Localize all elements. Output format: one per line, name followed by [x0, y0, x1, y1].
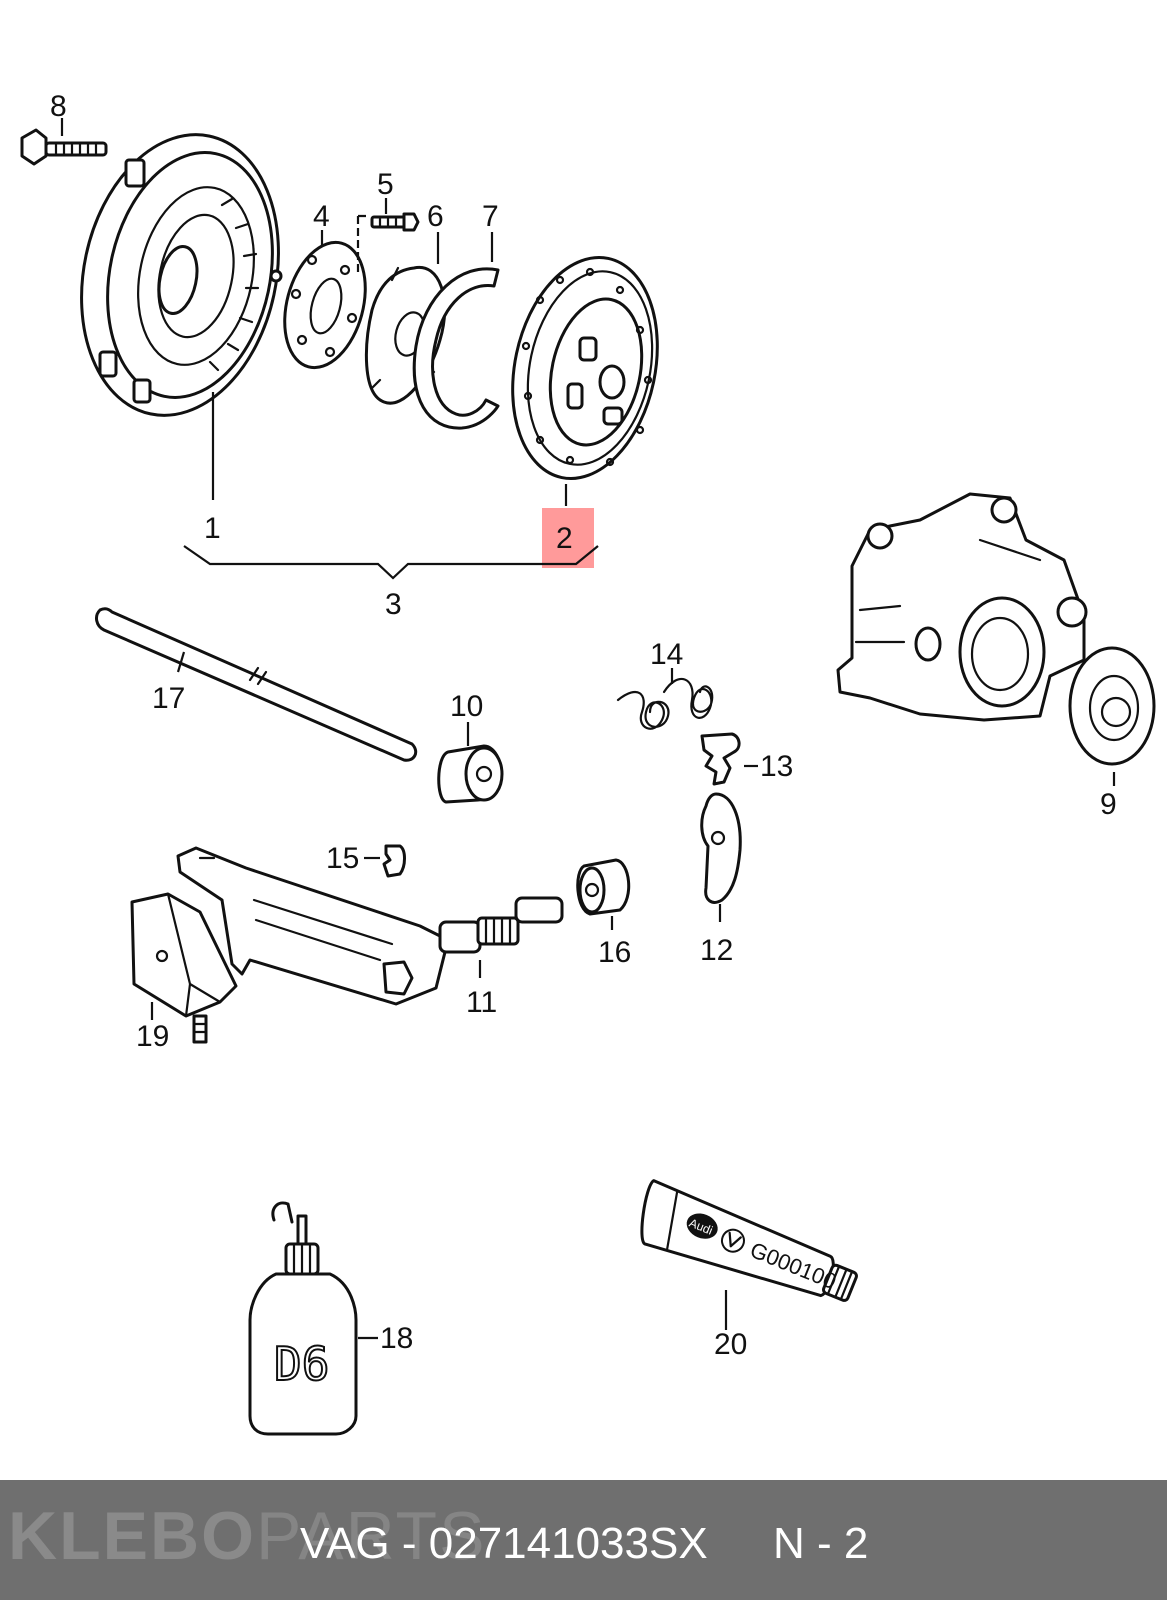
leader-5-bracket — [356, 214, 370, 276]
screw-5[interactable] — [370, 212, 420, 232]
callout-10[interactable]: 10 — [450, 690, 483, 723]
pushrod-17[interactable] — [95, 607, 418, 762]
bottle-18[interactable]: D6 — [248, 1201, 358, 1436]
callout-12[interactable]: 12 — [700, 934, 733, 967]
callout-18[interactable]: 18 — [380, 1322, 413, 1355]
callout-7[interactable]: 7 — [482, 200, 499, 233]
callout-2[interactable]: 2 — [556, 522, 573, 555]
watermark-part1: KLEBO — [8, 1498, 256, 1574]
callout-3[interactable]: 3 — [385, 588, 402, 621]
callout-8[interactable]: 8 — [50, 90, 67, 123]
plate-4[interactable] — [272, 233, 379, 376]
release-lever-12[interactable] — [700, 792, 742, 904]
bush-16[interactable] — [576, 858, 631, 916]
watermark-part2: PARTS — [256, 1498, 487, 1574]
position-text: N - 2 — [773, 1519, 869, 1568]
callout-6[interactable]: 6 — [427, 200, 444, 233]
circlip-7[interactable] — [412, 267, 500, 430]
callout-15[interactable]: 15 — [326, 842, 359, 875]
release-shaft-11[interactable] — [176, 846, 564, 1006]
callout-4[interactable]: 4 — [313, 200, 330, 233]
callout-16[interactable]: 16 — [598, 936, 631, 969]
grease-tube-20[interactable]: Audi G000100 — [629, 1179, 861, 1322]
bottle-label: D6 — [274, 1337, 329, 1391]
bolt-8[interactable] — [20, 128, 108, 166]
callout-20[interactable]: 20 — [714, 1328, 747, 1361]
callout-5[interactable]: 5 — [377, 168, 394, 201]
block-19[interactable] — [130, 892, 238, 1044]
clutch-disc-2[interactable] — [493, 244, 677, 492]
callout-19[interactable]: 19 — [136, 1020, 169, 1053]
callout-17[interactable]: 17 — [152, 682, 185, 715]
clip-13[interactable] — [700, 732, 741, 786]
leader-17 — [176, 651, 186, 673]
vw-logo-icon — [720, 1228, 745, 1253]
pressure-plate-1[interactable] — [57, 116, 304, 434]
springs-14[interactable] — [616, 677, 714, 730]
clip-15[interactable] — [382, 844, 406, 878]
part-number-text: VAG - 027141033SX — [300, 1519, 708, 1568]
callout-1[interactable]: 1 — [204, 512, 221, 545]
footer-bar — [0, 1480, 1167, 1600]
callout-9[interactable]: 9 — [1100, 788, 1117, 821]
highlight-box-2 — [542, 508, 594, 568]
bracket-3 — [183, 545, 599, 580]
parts-diagram: 8 1 4 5 6 — [20, 90, 1156, 1436]
watermark-logo: KLEBOPARTS — [8, 1497, 486, 1575]
callout-13[interactable]: 13 — [760, 750, 793, 783]
callout-14[interactable]: 14 — [650, 638, 683, 671]
bushing-10[interactable] — [437, 744, 504, 804]
housing-flange-9[interactable] — [836, 492, 1156, 766]
callout-11[interactable]: 11 — [466, 986, 497, 1019]
